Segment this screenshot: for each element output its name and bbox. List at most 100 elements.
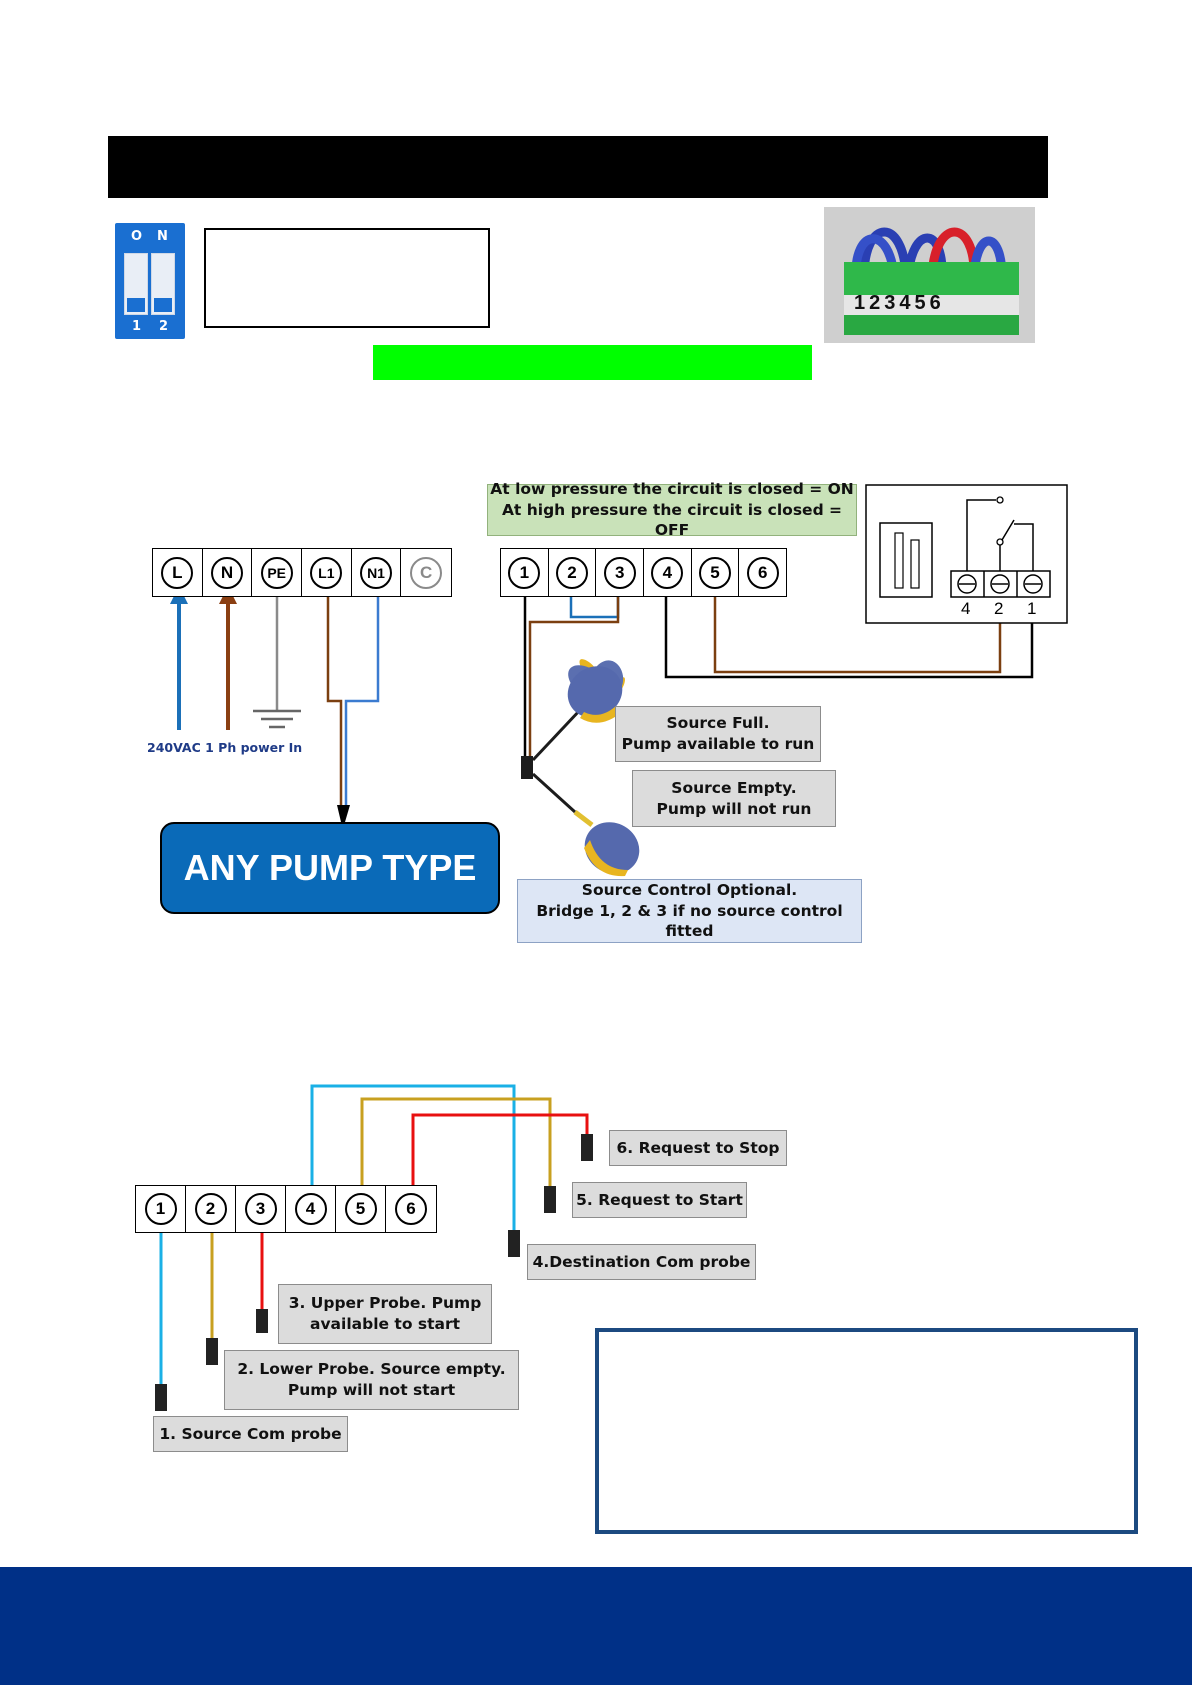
settings-box — [204, 228, 490, 328]
note-line: Pump will not run — [656, 799, 812, 818]
terminal-label: 4 — [294, 1193, 327, 1225]
source-control-note: Source Control Optional. Bridge 1, 2 & 3… — [517, 879, 862, 943]
terminal-label: N1 — [360, 556, 393, 589]
dip-label-o: O — [131, 229, 143, 244]
probe-wire-4 — [310, 1084, 516, 1230]
terminal-label: 1 — [144, 1193, 177, 1225]
terminal-label: 6 — [746, 556, 779, 589]
probe-terminal: 4 — [286, 1186, 336, 1232]
terminal-label: C — [410, 556, 443, 589]
probe-wire-5 — [360, 1097, 552, 1188]
power-terminal: L — [153, 549, 203, 596]
pressure-note: At low pressure the circuit is closed = … — [487, 480, 857, 539]
terminal-label: 3 — [244, 1193, 277, 1225]
bridge-2-3 — [569, 596, 620, 619]
probe-1-label: 1. Source Com probe — [153, 1416, 348, 1452]
pump-neutral-wire — [344, 596, 380, 805]
probe-1-tip — [155, 1384, 167, 1411]
control-terminal: 1 — [501, 549, 549, 596]
title-bar — [108, 136, 1048, 198]
probe-wire-6 — [411, 1113, 589, 1187]
terminal-photo-drawing — [824, 207, 1035, 343]
power-terminal: C — [401, 549, 451, 596]
dip-slot-2 — [151, 253, 175, 315]
power-terminal: PE — [252, 549, 303, 596]
control-terminal: 4 — [644, 549, 692, 596]
note-line: Bridge 1, 2 & 3 if no source control fit… — [536, 901, 843, 941]
probe-3-label: 3. Upper Probe. Pump available to start — [278, 1284, 492, 1344]
probe-2-tip — [206, 1338, 218, 1365]
photo-terminal-numbers: 123456 — [854, 292, 945, 314]
dip-knob-1 — [127, 298, 145, 312]
probe-terminal: 3 — [236, 1186, 286, 1232]
note-line: available to start — [309, 1315, 461, 1333]
pump-box: ANY PUMP TYPE — [160, 822, 500, 914]
control-terminal: 3 — [596, 549, 645, 596]
pressure-terminal-number: 2 — [994, 599, 1004, 618]
terminal-label: 4 — [651, 556, 684, 589]
terminal-label: N — [211, 556, 243, 589]
dip-number-1: 1 — [132, 319, 142, 334]
control-terminal: 6 — [739, 549, 786, 596]
control-terminal: 2 — [549, 549, 597, 596]
terminal-label: 3 — [603, 556, 636, 589]
float-empty-note: Source Empty. Pump will not run — [632, 770, 836, 827]
float-full-note: Source Full. Pump available to run — [615, 706, 821, 762]
probe-terminal: 2 — [186, 1186, 236, 1232]
probe-terminal: 5 — [336, 1186, 386, 1232]
terminal-label: L1 — [310, 556, 343, 589]
float-3-wire — [528, 596, 620, 757]
float-full-icon — [567, 659, 625, 723]
dip-slot-1 — [124, 253, 148, 315]
power-terminal-row: L N PE L1 N1 C — [152, 548, 452, 597]
note-line: 2. Lower Probe. Source empty. — [237, 1360, 506, 1379]
pressure-terminal-number: 4 — [961, 599, 971, 618]
float-full-cable — [531, 708, 582, 762]
probe-terminal-row: 1 2 3 4 5 6 — [135, 1185, 437, 1233]
pressure-wire-5 — [713, 596, 1002, 674]
note-line: Pump available to run — [621, 735, 815, 753]
probe-5-label: 5. Request to Start — [572, 1182, 747, 1218]
power-label: 240VAC 1 Ph power In — [147, 740, 303, 755]
terminal-label: L — [161, 556, 194, 589]
note-line: Source Empty. — [671, 778, 797, 797]
pump-cable-end — [337, 805, 350, 822]
pressure-terminal-number: 1 — [1027, 599, 1037, 618]
terminal-label: 2 — [194, 1193, 227, 1225]
terminal-label: 5 — [344, 1193, 377, 1225]
probe-4-tip — [508, 1230, 520, 1257]
probe-2-label: 2. Lower Probe. Source empty. Pump will … — [224, 1350, 519, 1410]
power-terminal: N — [203, 549, 253, 596]
float-empty-icon — [573, 810, 640, 877]
terminal-label: 5 — [699, 556, 732, 589]
note-line: Source Full. — [666, 714, 770, 733]
dip-switch: O N 1 2 — [115, 223, 185, 339]
power-terminal: L1 — [302, 549, 352, 596]
float-junction — [521, 756, 533, 779]
info-box — [595, 1328, 1138, 1534]
probe-4-label: 4.Destination Com probe — [527, 1244, 756, 1280]
probe-terminal: 1 — [136, 1186, 186, 1232]
power-terminal: N1 — [352, 549, 402, 596]
probe-5-tip — [544, 1186, 556, 1213]
probe-terminal: 6 — [386, 1186, 436, 1232]
terminal-label: 1 — [508, 556, 541, 589]
dip-number-2: 2 — [159, 319, 169, 334]
note-line: 3. Upper Probe. Pump — [288, 1294, 482, 1313]
float-empty-cable — [531, 772, 577, 814]
control-terminal: 5 — [692, 549, 740, 596]
probe-3-tip — [256, 1309, 268, 1333]
terminal-label: 6 — [395, 1193, 427, 1225]
terminal-label: PE — [260, 556, 293, 589]
probe-6-label: 6. Request to Stop — [609, 1130, 787, 1166]
note-line: Source Control Optional. — [581, 880, 798, 899]
footer-bar — [0, 1567, 1192, 1685]
probe-6-tip — [581, 1134, 593, 1161]
dip-label-n: N — [157, 229, 168, 244]
pressure-note-line1: At low pressure the circuit is closed = … — [490, 479, 854, 498]
note-line: Pump will not start — [287, 1381, 456, 1399]
terminal-label: 2 — [556, 556, 588, 589]
highlight-bar — [373, 345, 812, 380]
pressure-switch-body — [879, 522, 933, 598]
